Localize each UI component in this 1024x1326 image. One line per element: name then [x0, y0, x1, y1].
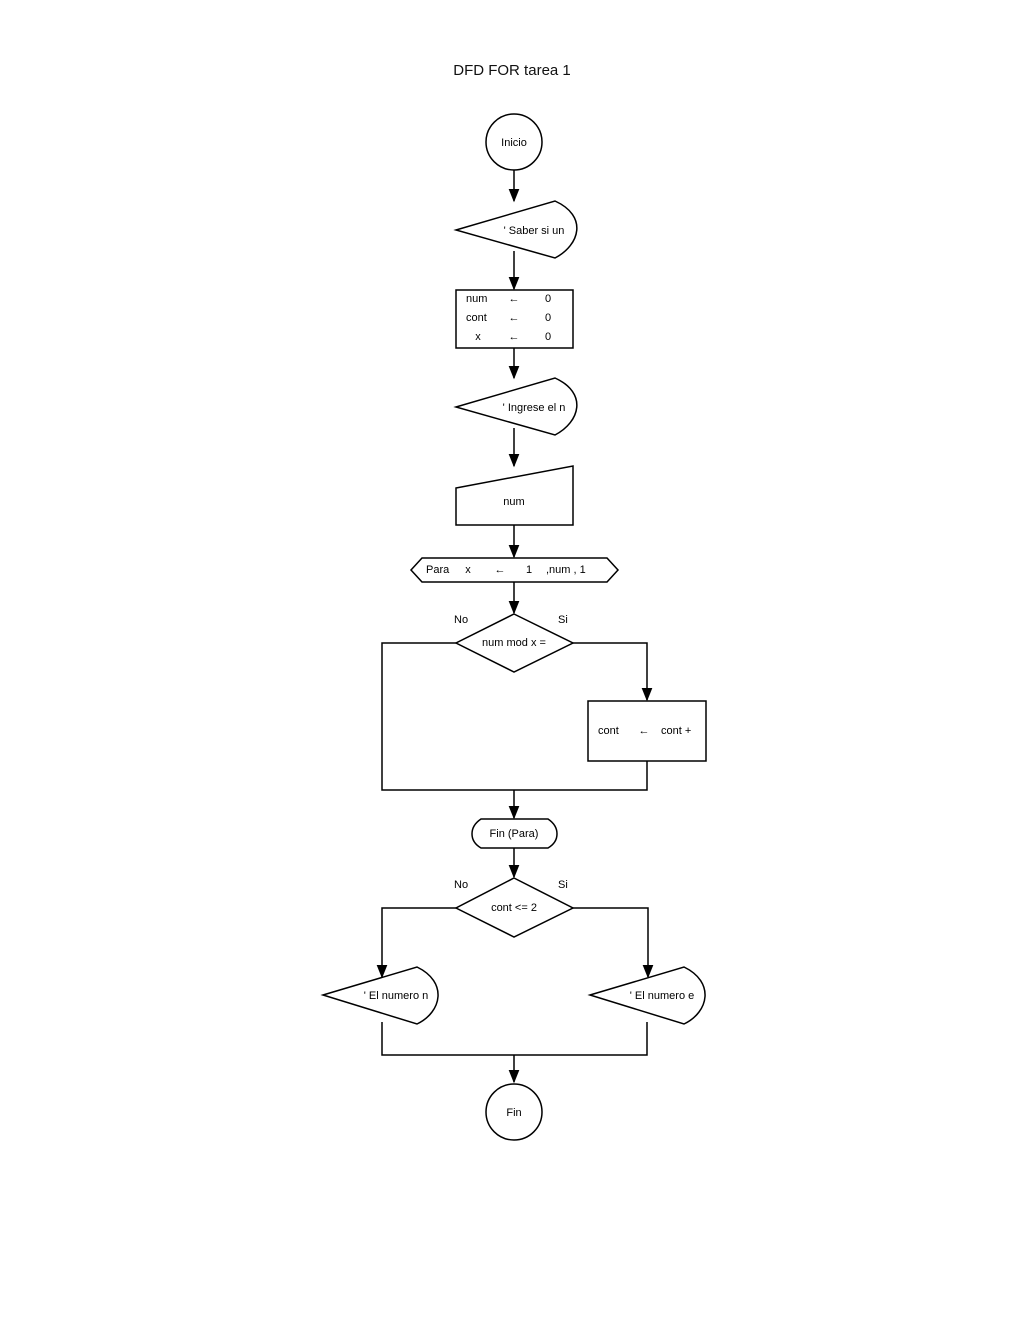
decision2-node: cont <= 2 No Si [454, 877, 575, 938]
document-title: DFD FOR tarea 1 [453, 62, 571, 79]
assign-arrow-1: ← [509, 293, 520, 305]
loop-end-node: Fin (Para) [471, 818, 558, 849]
increment-var: cont [598, 725, 619, 737]
decision2-yes-label: Si [558, 879, 568, 891]
loop-rest: ,num , 1 [546, 564, 586, 576]
loop-keyword: Para [426, 564, 450, 576]
connector-decision1-yes [572, 642, 653, 702]
increment-node: cont ← cont + [587, 700, 707, 762]
assign-var-3: x [475, 331, 481, 343]
assign-value-2: 0 [545, 312, 551, 324]
increment-arrow: ← [639, 725, 650, 737]
input-node: num [455, 465, 574, 526]
loop-end-label: Fin (Para) [490, 828, 539, 840]
decision1-yes-label: Si [558, 614, 568, 626]
output-intro-label: ' Saber si un [504, 225, 565, 237]
connector-decision2-no [376, 907, 456, 979]
decision1-condition: num mod x = [482, 637, 546, 649]
loop-var: x [465, 564, 471, 576]
decision2-no-label: No [454, 879, 468, 891]
loop-start: 1 [526, 564, 532, 576]
connector-outputs-merge [381, 1022, 648, 1056]
loop-node: Para x ← 1 ,num , 1 [409, 557, 620, 583]
decision2-condition: cont <= 2 [491, 902, 537, 914]
increment-expr: cont + [661, 725, 691, 737]
output-prompt-label: ' Ingrese el n [503, 402, 566, 414]
output-yes-node: ' El numero e [587, 966, 706, 1025]
connectors [376, 170, 654, 1084]
input-label: num [503, 496, 524, 508]
connector-decision2-yes [572, 907, 654, 979]
output-no-label: ' El numero n [364, 990, 428, 1002]
output-yes-label: ' El numero e [630, 990, 694, 1002]
decision1-node: num mod x = No Si [454, 613, 575, 673]
output-intro-node: ' Saber si un [453, 200, 578, 259]
start-label: Inicio [501, 137, 527, 149]
output-no-node: ' El numero n [320, 966, 439, 1025]
end-label: Fin [506, 1107, 521, 1119]
decision1-no-label: No [454, 614, 468, 626]
assign-var-2: cont [466, 312, 487, 324]
end-node: Fin [485, 1083, 543, 1141]
output-prompt-node: ' Ingrese el n [453, 377, 578, 436]
connector-decision1-no-merge [381, 642, 648, 791]
loop-arrow: ← [495, 564, 506, 576]
start-node: Inicio [485, 113, 543, 171]
assign-value-3: 0 [545, 331, 551, 343]
assign-arrow-2: ← [509, 312, 520, 324]
assignment-node: num ← 0 cont ← 0 x ← 0 [455, 289, 574, 349]
assign-value-1: 0 [545, 293, 551, 305]
assign-var-1: num [466, 293, 487, 305]
assign-arrow-3: ← [509, 331, 520, 343]
